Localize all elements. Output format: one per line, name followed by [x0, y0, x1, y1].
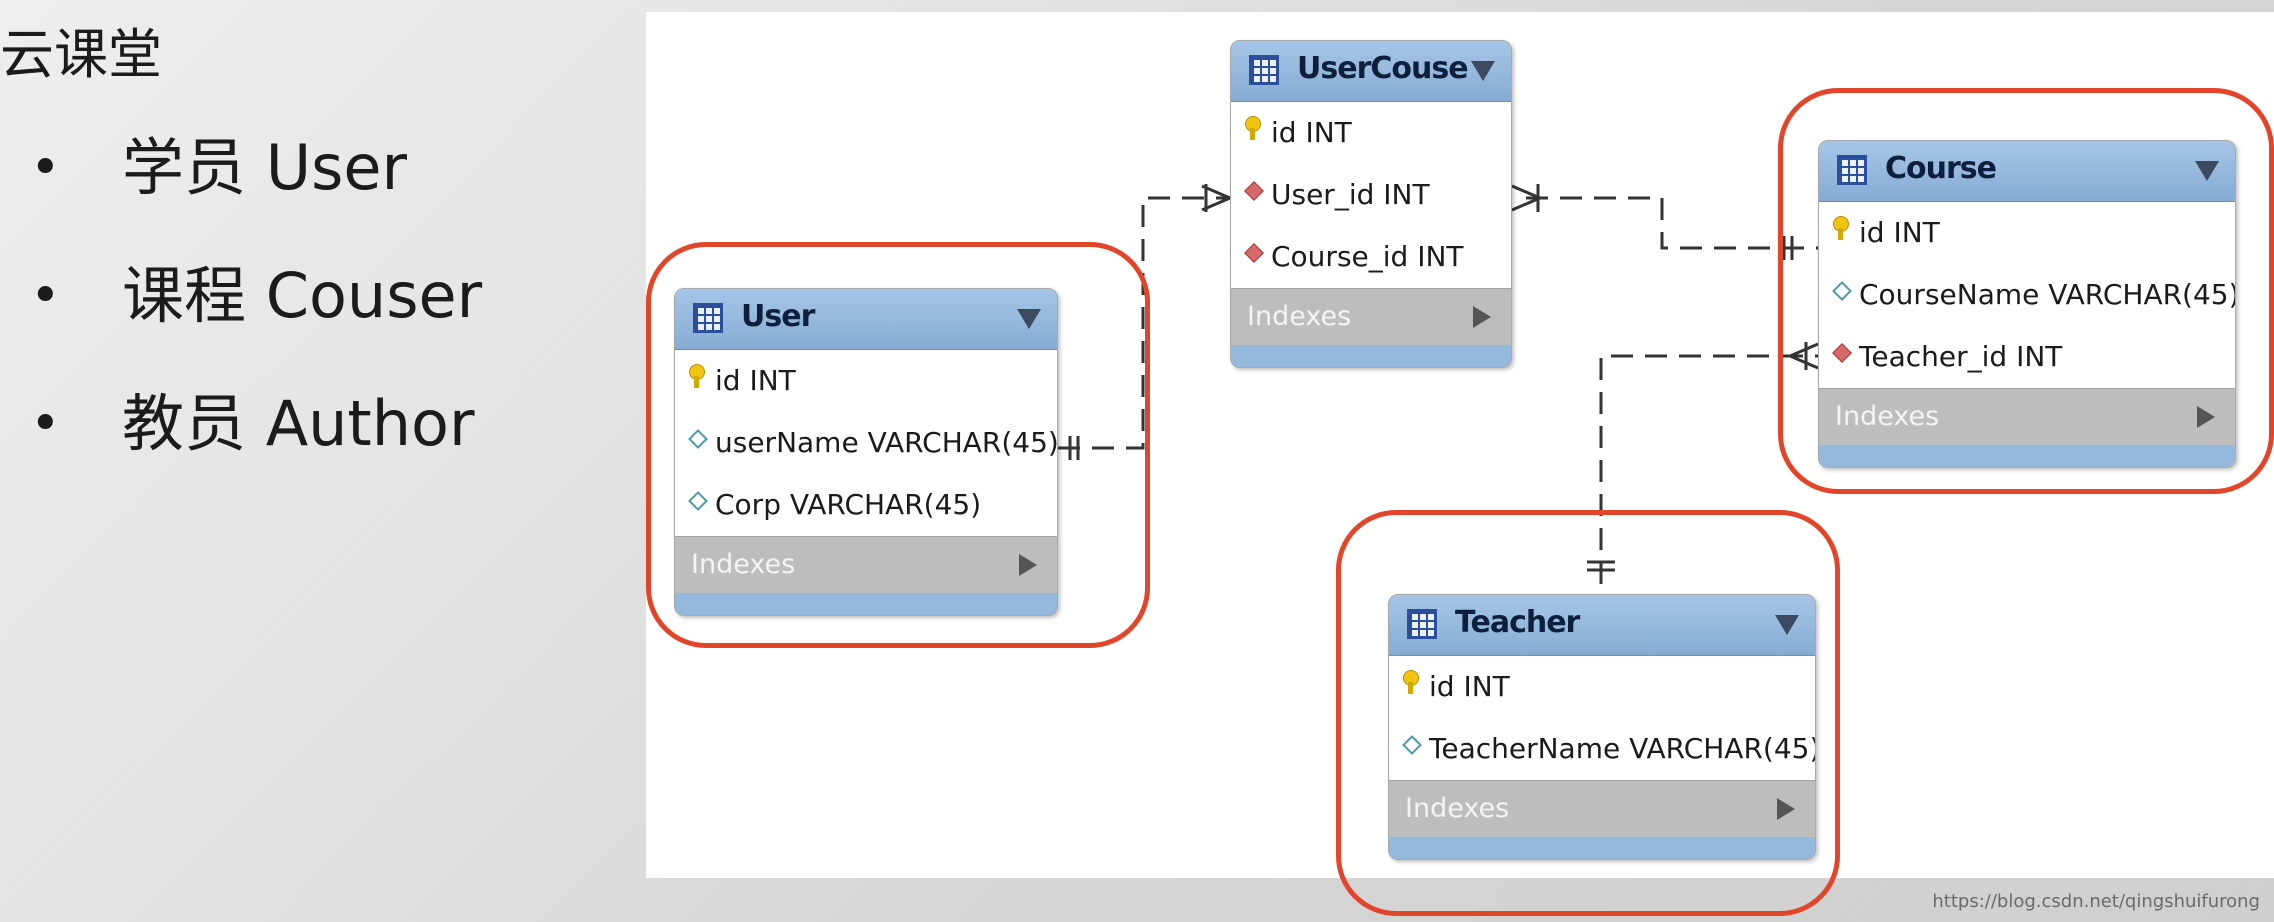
column-text: CourseName VARCHAR(45): [1859, 278, 2236, 311]
column-row[interactable]: CourseName VARCHAR(45): [1819, 264, 2235, 326]
column-row[interactable]: userName VARCHAR(45): [675, 412, 1057, 474]
column-text: Course_id INT: [1271, 240, 1464, 273]
table-name: UserCouse: [1297, 51, 1469, 86]
bullet-marker: •: [30, 394, 61, 454]
expand-arrow-icon[interactable]: [2197, 406, 2215, 428]
column-row[interactable]: id INT: [1231, 102, 1511, 164]
bullet-text: 课程 Couser: [122, 259, 483, 332]
bullet-marker: •: [30, 138, 61, 198]
column-text: id INT: [715, 364, 796, 397]
bullet-text: 学员 User: [122, 131, 408, 204]
table-header[interactable]: UserCouse: [1231, 41, 1511, 102]
table-header[interactable]: Course: [1819, 141, 2235, 202]
column-text: Corp VARCHAR(45): [715, 488, 982, 521]
column-text: id INT: [1429, 670, 1510, 703]
expand-arrow-icon[interactable]: [1473, 306, 1491, 328]
column-text: id INT: [1859, 216, 1940, 249]
highlight-frame-course: [1778, 88, 2274, 494]
collapse-arrow-icon[interactable]: [2195, 161, 2219, 181]
collapse-arrow-icon[interactable]: [1471, 61, 1495, 81]
primary-key-icon: [1833, 216, 1849, 240]
bullet-marker: •: [30, 266, 61, 326]
column-row[interactable]: id INT: [1819, 202, 2235, 264]
column-row[interactable]: User_id INT: [1231, 164, 1511, 226]
column-row[interactable]: Teacher_id INT: [1819, 326, 2235, 388]
primary-key-icon: [1403, 670, 1419, 694]
column-row[interactable]: id INT: [1389, 656, 1815, 718]
table-footer: [1819, 445, 2235, 467]
table-header[interactable]: Teacher: [1389, 595, 1815, 656]
indexes-label: Indexes: [1835, 401, 1940, 432]
indexes-section[interactable]: Indexes: [1819, 388, 2235, 445]
watermark: https://blog.csdn.net/qingshuifurong: [1932, 891, 2260, 912]
indexes-section[interactable]: Indexes: [1231, 288, 1511, 345]
table-icon: [1407, 609, 1437, 639]
table-header[interactable]: User: [675, 289, 1057, 350]
indexes-section[interactable]: Indexes: [675, 536, 1057, 593]
highlight-frame-user: [646, 242, 1150, 648]
table-icon: [693, 303, 723, 333]
column-row[interactable]: TeacherName VARCHAR(45): [1389, 718, 1815, 780]
expand-arrow-icon[interactable]: [1019, 554, 1037, 576]
table-course[interactable]: Course id INT CourseName VARCHAR(45) Tea…: [1818, 140, 2236, 468]
foreign-key-icon: [1244, 181, 1264, 201]
indexes-label: Indexes: [1247, 301, 1352, 332]
table-name: Course: [1885, 151, 1997, 186]
primary-key-icon: [689, 364, 705, 388]
column-text: TeacherName VARCHAR(45): [1429, 732, 1816, 765]
table-teacher[interactable]: Teacher id INT TeacherName VARCHAR(45) I…: [1388, 594, 1816, 860]
column-text: id INT: [1271, 116, 1352, 149]
indexes-section[interactable]: Indexes: [1389, 780, 1815, 837]
table-icon: [1837, 155, 1867, 185]
table-name: User: [741, 299, 815, 334]
bullet-text: 教员 Author: [122, 387, 475, 460]
indexes-label: Indexes: [691, 549, 796, 580]
primary-key-icon: [1245, 116, 1261, 140]
collapse-arrow-icon[interactable]: [1017, 309, 1041, 329]
column-text: userName VARCHAR(45): [715, 426, 1058, 459]
table-footer: [675, 593, 1057, 615]
foreign-key-icon: [1244, 243, 1264, 263]
column-row[interactable]: Course_id INT: [1231, 226, 1511, 288]
slide-title: 云课堂: [0, 23, 162, 86]
table-icon: [1249, 55, 1279, 85]
table-name: Teacher: [1455, 605, 1580, 640]
table-user[interactable]: User id INT userName VARCHAR(45) Corp VA…: [674, 288, 1058, 616]
table-footer: [1389, 837, 1815, 859]
column-row[interactable]: Corp VARCHAR(45): [675, 474, 1057, 536]
column-text: Teacher_id INT: [1859, 340, 2063, 373]
indexes-label: Indexes: [1405, 793, 1510, 824]
highlight-frame-teacher: [1336, 510, 1840, 916]
table-footer: [1231, 345, 1511, 367]
table-usercouse[interactable]: UserCouse id INT User_id INT Course_id I…: [1230, 40, 1512, 368]
column-row[interactable]: id INT: [675, 350, 1057, 412]
collapse-arrow-icon[interactable]: [1775, 615, 1799, 635]
expand-arrow-icon[interactable]: [1777, 798, 1795, 820]
column-text: User_id INT: [1271, 178, 1430, 211]
